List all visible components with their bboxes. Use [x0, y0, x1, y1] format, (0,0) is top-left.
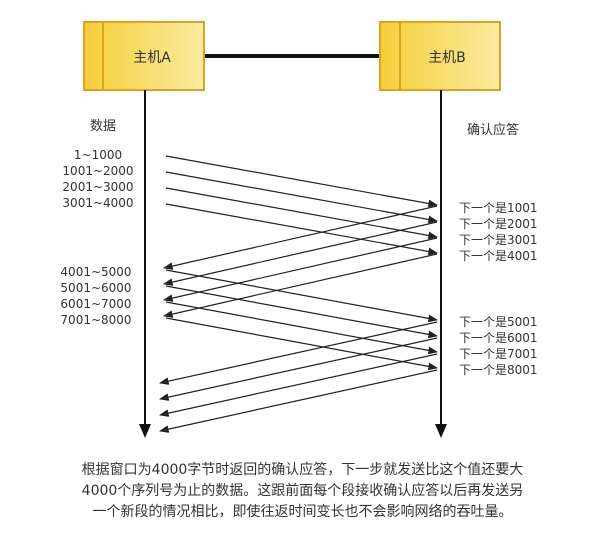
data-segment-label: 5001~6000	[60, 281, 131, 295]
data-arrow	[165, 155, 438, 208]
timeline-b-arrow	[435, 424, 447, 438]
ack-label: 下一个是5001	[459, 315, 538, 329]
data-arrow	[165, 203, 438, 256]
ack-label: 下一个是3001	[459, 233, 538, 247]
data-arrows-batch-1	[165, 155, 438, 256]
ack-label: 下一个是2001	[459, 217, 538, 231]
data-segment-label: 4001~5000	[60, 265, 131, 279]
data-segment-label: 6001~7000	[60, 297, 131, 311]
caption-line: 4000个序列号为止的数据。这跟前面每个段接收确认应答以后再发送另	[81, 483, 524, 499]
ack-label: 下一个是7001	[459, 347, 538, 361]
ack-label: 下一个是1001	[459, 201, 538, 215]
host-a: 主机A	[83, 21, 205, 91]
host-b: 主机B	[379, 21, 501, 91]
data-arrow	[165, 317, 438, 371]
data-segment-label: 7001~8000	[60, 313, 131, 327]
host-a-label: 主机A	[133, 50, 171, 66]
data-segment-label: 3001~4000	[62, 196, 133, 210]
data-arrow	[165, 171, 438, 224]
caption: 根据窗口为4000字节时返回的确认应答，下一步就发送比这个值还要大 4000个序…	[0, 460, 605, 523]
timeline-a	[139, 90, 151, 438]
data-segment-label: 1~1000	[74, 148, 122, 162]
ack-column-label: 确认应答	[467, 122, 519, 138]
data-segment-labels: 1~1000 1001~2000 2001~3000 3001~4000 400…	[60, 148, 133, 327]
ack-arrow	[163, 205, 438, 270]
data-arrow	[165, 285, 438, 339]
ack-arrow	[159, 369, 438, 433]
data-arrows-batch-2	[165, 269, 438, 371]
data-arrow	[165, 301, 438, 355]
caption-line: 根据窗口为4000字节时返回的确认应答，下一步就发送比这个值还要大	[81, 462, 524, 478]
host-b-label: 主机B	[428, 50, 466, 66]
data-arrow	[165, 269, 438, 323]
ack-arrow	[163, 253, 438, 318]
data-segment-label: 2001~3000	[62, 180, 133, 194]
ack-label: 下一个是4001	[459, 249, 538, 263]
ack-arrows-batch-1	[163, 205, 438, 318]
data-segment-label: 1001~2000	[62, 164, 133, 178]
ack-label: 下一个是6001	[459, 331, 538, 345]
data-column-label: 数据	[90, 119, 116, 134]
timeline-b	[435, 90, 447, 438]
caption-line: 一个新段的情况相比，即使往返时间变长也不会影响网络的吞吐量。	[92, 504, 513, 520]
ack-arrow	[159, 353, 438, 417]
ack-label: 下一个是8001	[459, 363, 538, 377]
ack-arrow	[159, 337, 438, 401]
timeline-a-arrow	[139, 424, 151, 438]
data-arrow	[165, 187, 438, 240]
ack-arrow	[163, 221, 438, 286]
ack-arrow	[163, 237, 438, 302]
ack-arrow	[159, 321, 438, 385]
ack-arrows-batch-2	[159, 321, 438, 433]
ack-labels: 下一个是1001 下一个是2001 下一个是3001 下一个是4001 下一个是…	[459, 201, 538, 377]
